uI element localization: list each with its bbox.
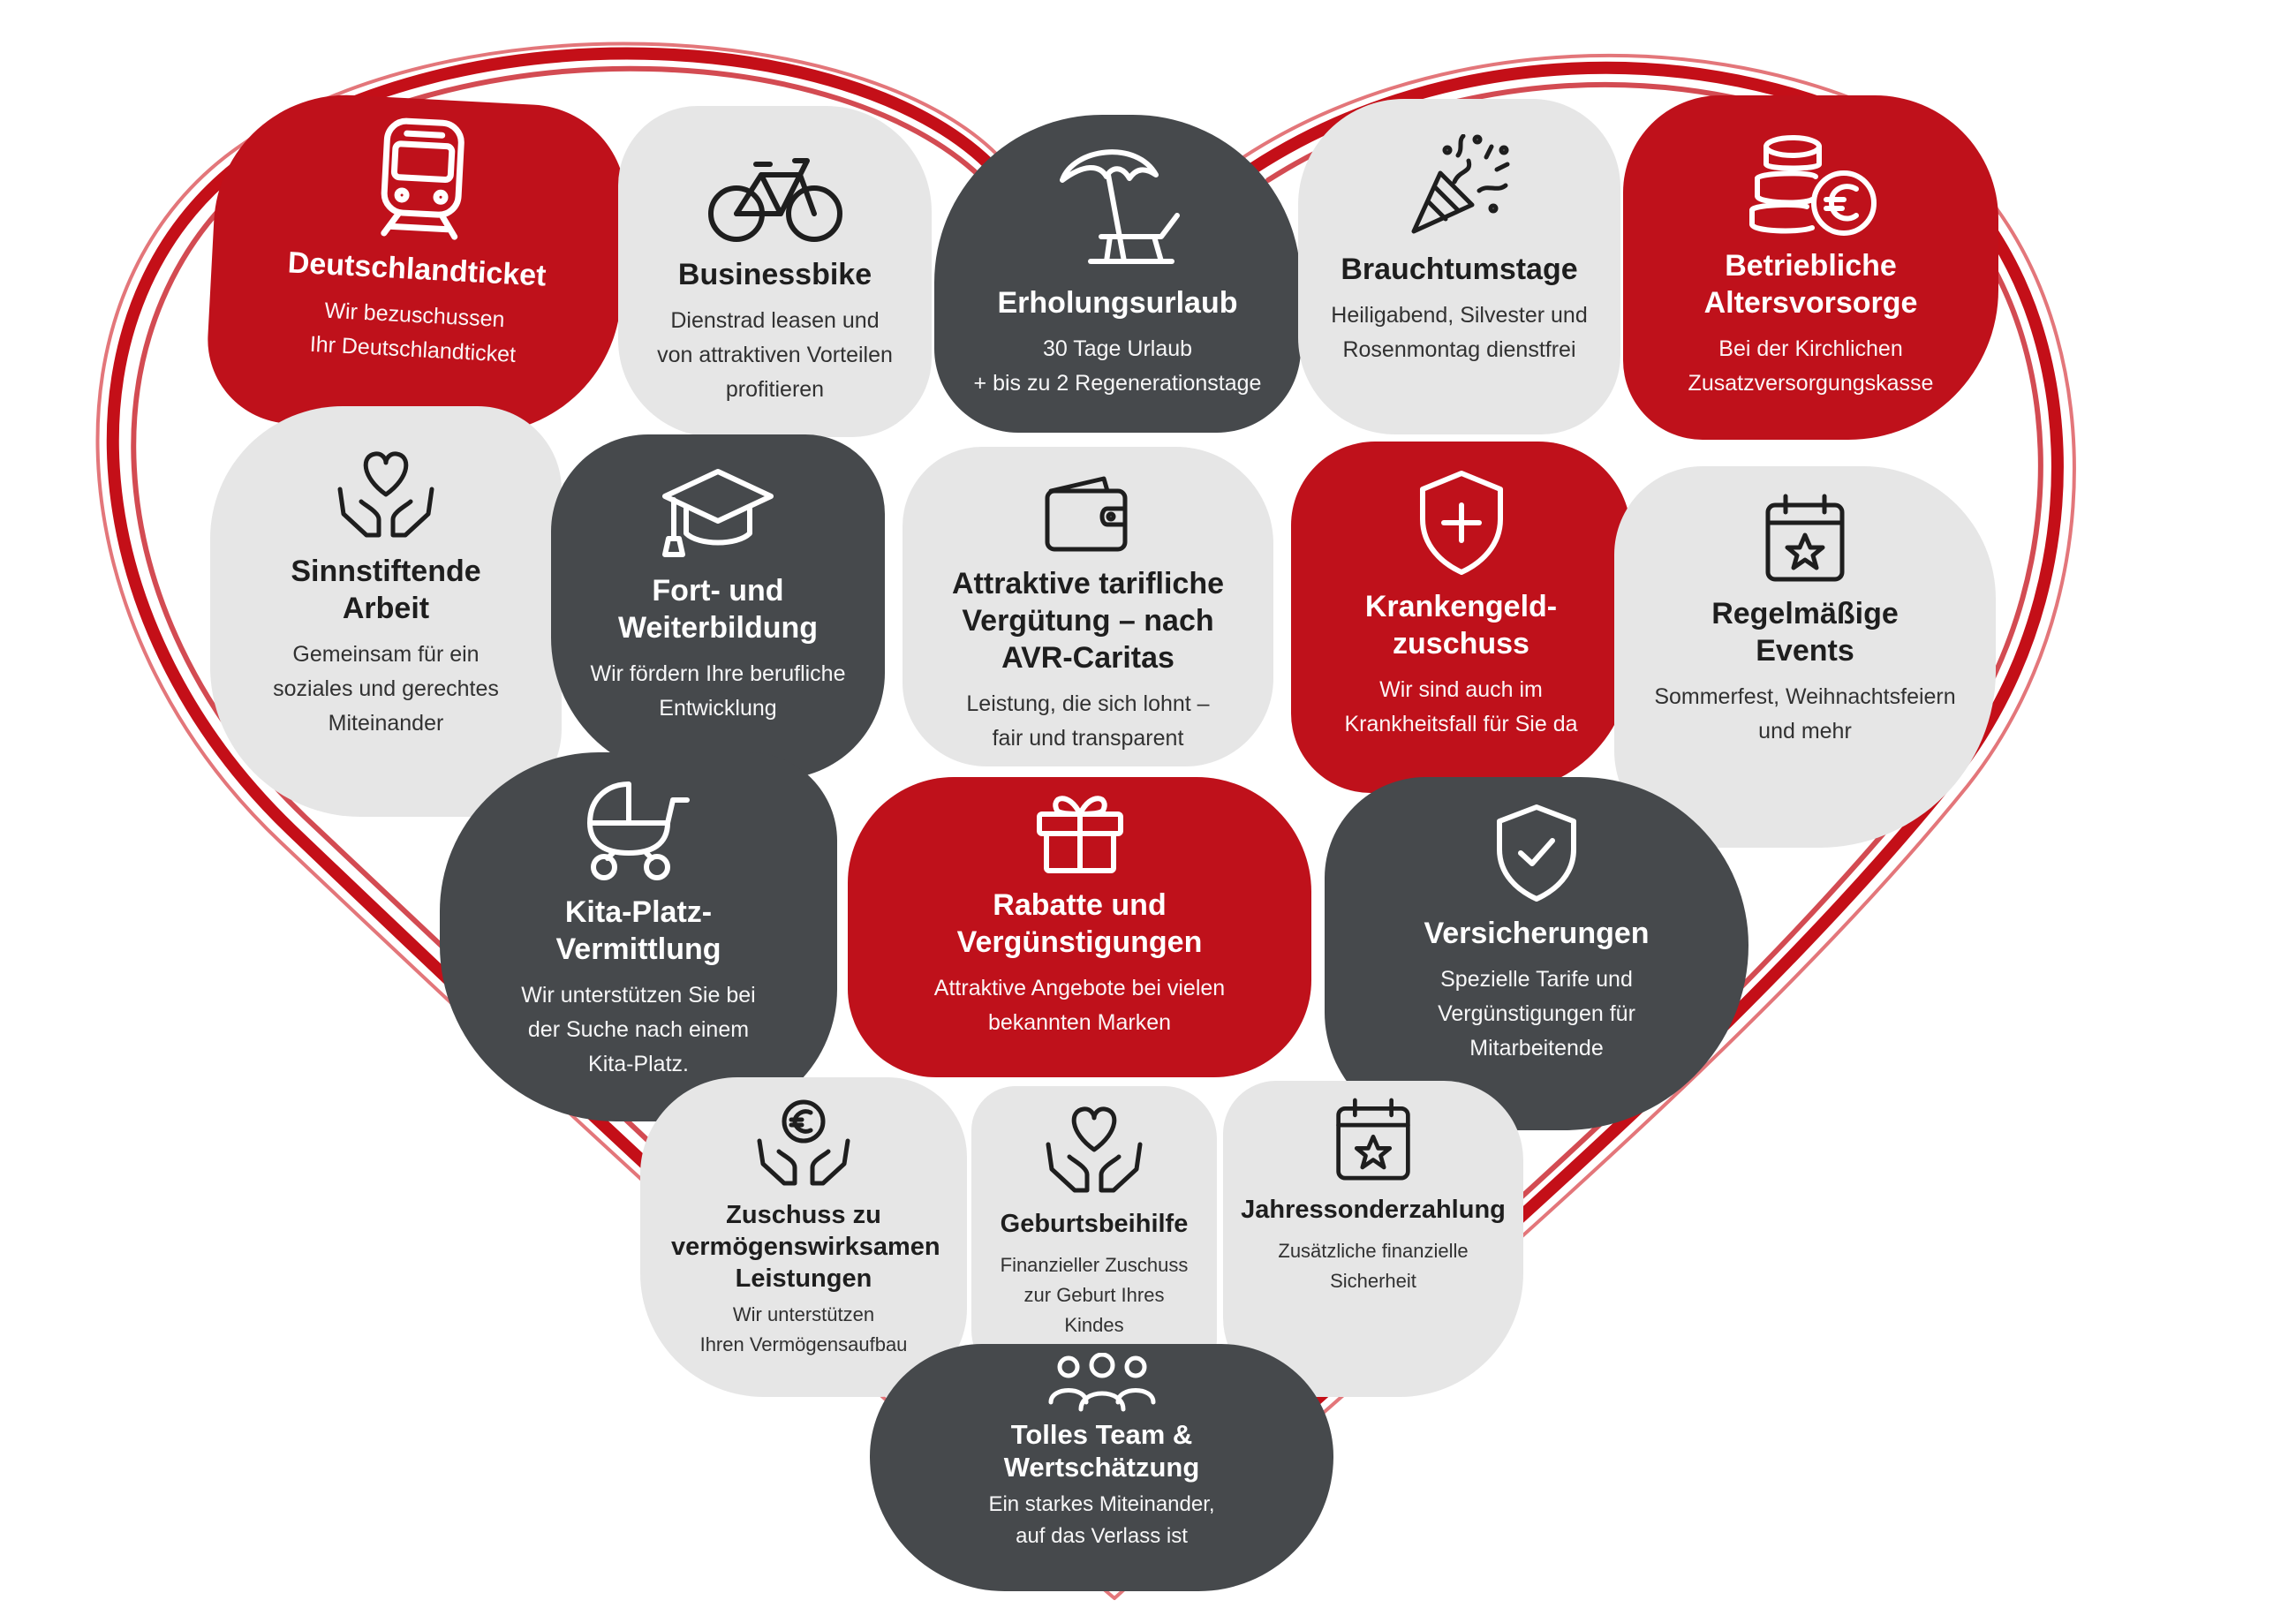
bicycle-icon xyxy=(707,158,842,242)
tile-title: Businessbike xyxy=(677,258,872,291)
tile-title: Betriebliche Altersvorsorge xyxy=(1703,249,1918,320)
euro-hands-icon xyxy=(757,1099,850,1186)
tile-desc: Ein starkes Miteinander,auf das Verlass … xyxy=(988,1492,1215,1548)
train-icon xyxy=(380,117,464,240)
calendar-star-icon xyxy=(1765,494,1845,582)
tile-title: Geburtsbeihilfe xyxy=(1000,1210,1189,1238)
tile-title: Brauchtumstage xyxy=(1341,253,1578,286)
tile-title: Regelmäßige Events xyxy=(1711,597,1899,668)
tile-title: Jahressonderzahlung xyxy=(1241,1196,1506,1224)
team-icon xyxy=(1048,1353,1155,1412)
graduation-cap-icon xyxy=(662,469,774,557)
tile-title: Tolles Team & Wertschätzung xyxy=(1003,1419,1200,1483)
tile-title: Krankengeld-zuschuss xyxy=(1364,590,1558,661)
benefit-tile-verguetung: Attraktive tarifliche Vergütung – nach A… xyxy=(903,447,1273,766)
benefit-tile-brauchtumstage: Brauchtumstage Heiligabend, Silvester un… xyxy=(1298,99,1620,434)
tile-title: Versicherungen xyxy=(1424,917,1650,950)
benefit-tile-rabatte: Rabatte und Vergünstigungen Attraktive A… xyxy=(848,777,1311,1077)
baby-stroller-icon xyxy=(587,781,690,880)
wallet-icon xyxy=(1045,476,1128,552)
benefit-tile-fort-und-weiterbildung: Fort- und Weiterbildung Wir fördern Ihre… xyxy=(551,434,885,779)
shield-check-icon xyxy=(1497,804,1576,902)
shield-plus-icon xyxy=(1419,471,1503,575)
benefit-tile-regelmaessige-events: Regelmäßige Events Sommerfest, Weihnacht… xyxy=(1614,466,1996,848)
tile-desc: 30 Tage Urlaub+ bis zu 2 Regenerationsta… xyxy=(973,336,1262,396)
gift-icon xyxy=(1036,796,1123,873)
benefit-tile-jahressonderzahlung: Jahressonderzahlung Zusätzliche finanzie… xyxy=(1223,1081,1523,1397)
tile-title: Sinnstiftende Arbeit xyxy=(291,555,481,625)
tile-title: Fort- und Weiterbildung xyxy=(617,574,819,645)
benefit-tile-vermoegenswirksame-leistungen: Zuschuss zu vermögenswirksamen Leistunge… xyxy=(640,1077,967,1397)
coins-euro-icon xyxy=(1748,135,1877,236)
heart-hands-icon xyxy=(1046,1106,1143,1193)
tile-title: Deutschlandticket xyxy=(286,245,548,293)
tile-title: Erholungsurlaub xyxy=(997,286,1238,320)
tile-desc: Leistung, die sich lohnt –fair und trans… xyxy=(966,691,1210,751)
beach-umbrella-icon xyxy=(1059,149,1180,264)
benefit-tile-tolles-team: Tolles Team & Wertschätzung Ein starkes … xyxy=(870,1344,1333,1591)
benefit-tile-kita-platz-vermittlung: Kita-Platz-Vermittlung Wir unterstützen … xyxy=(440,752,837,1121)
tile-title: Rabatte und Vergünstigungen xyxy=(956,888,1203,959)
heart-hands-icon xyxy=(337,451,434,538)
calendar-star-icon xyxy=(1336,1098,1410,1181)
party-popper-icon xyxy=(1411,134,1509,234)
benefit-tile-betriebliche-altersvorsorge: Betriebliche Altersvorsorge Bei der Kirc… xyxy=(1623,95,1998,440)
benefit-tile-erholungsurlaub: Erholungsurlaub 30 Tage Urlaub+ bis zu 2… xyxy=(934,115,1301,433)
tile-title: Kita-Platz-Vermittlung xyxy=(555,895,721,966)
tile-title: Attraktive tarifliche Vergütung – nach A… xyxy=(952,567,1224,675)
tile-title: Zuschuss zu vermögenswirksamen Leistunge… xyxy=(671,1201,940,1293)
